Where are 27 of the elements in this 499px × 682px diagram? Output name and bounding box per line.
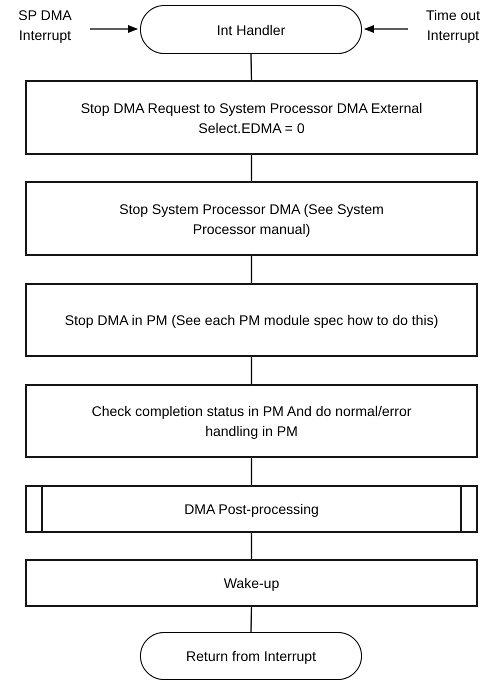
subroutine-box	[25, 485, 478, 533]
step-text: Int Handler	[216, 20, 286, 40]
connector-line	[250, 155, 252, 181]
connector-line	[250, 357, 252, 384]
connector-line	[250, 458, 252, 485]
process-box	[25, 559, 478, 607]
connector-line	[250, 54, 252, 80]
process-box	[25, 384, 478, 458]
interrupt-label: Time out Interrupt	[425, 6, 481, 45]
interrupt-label: SP DMA Interrupt	[17, 6, 73, 45]
connector-line	[250, 606, 252, 632]
process-box	[25, 181, 478, 256]
step-text: Check completion status in PM And do normal/error handling in PM	[90, 402, 412, 441]
step-text: DMA Post-processing	[184, 500, 319, 519]
arrow	[90, 25, 138, 33]
step-text: Wake-up	[224, 574, 280, 593]
terminator-shape	[140, 5, 362, 54]
process-box	[25, 80, 478, 155]
step-text: Stop DMA Request to System Processor DMA External Select.EDMA = 0	[80, 98, 424, 138]
process-box	[25, 283, 478, 357]
step-text: Stop DMA in PM (See each PM module spec how to do this)	[64, 311, 438, 330]
step-text: Return from Interrupt	[186, 647, 316, 666]
step-text: Stop System Processor DMA (See System Processor manual)	[118, 200, 385, 238]
connector-line	[250, 533, 252, 559]
connector-line	[250, 256, 252, 283]
terminator-shape	[140, 632, 362, 680]
arrow	[364, 25, 408, 33]
